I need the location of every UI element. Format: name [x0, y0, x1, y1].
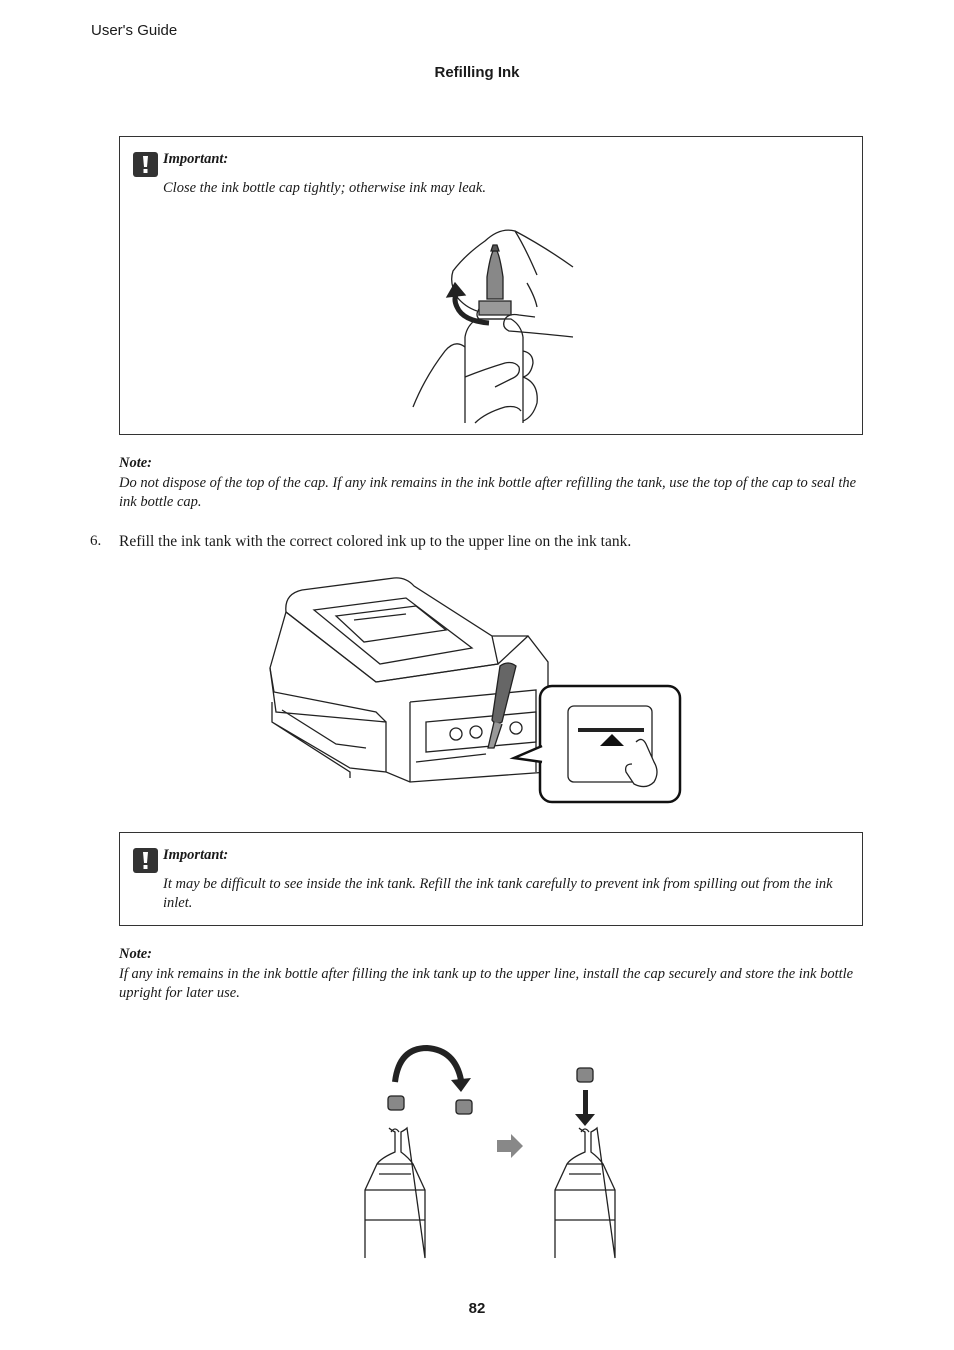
- important-text: Close the ink bottle cap tightly; otherw…: [163, 180, 486, 196]
- guide-title: User's Guide: [91, 22, 178, 39]
- step-number: 6.: [90, 533, 102, 549]
- note-text: If any ink remains in the ink bottle aft…: [119, 966, 854, 1001]
- exclamation-icon: [133, 152, 158, 177]
- important-title: Important:: [163, 151, 229, 167]
- exclamation-icon: [133, 848, 158, 873]
- important-box-tank: Important: It may be difficult to see in…: [119, 832, 863, 926]
- note-text: Do not dispose of the top of the cap. If…: [119, 475, 857, 510]
- important-title: Important:: [163, 847, 229, 863]
- printer-refill-illustration: [269, 577, 682, 804]
- cap-tightening-illustration: [412, 229, 574, 424]
- important-text: It may be difficult to see inside the in…: [163, 876, 833, 911]
- section-title: Refilling Ink: [434, 64, 520, 81]
- important-box-cap: Important: Close the ink bottle cap tigh…: [119, 136, 863, 435]
- note-title: Note:: [119, 455, 153, 471]
- page-number: 82: [468, 1300, 486, 1317]
- bottle-storage-illustration: [364, 1044, 616, 1259]
- step-text: Refill the ink tank with the correct col…: [119, 533, 632, 550]
- note-title: Note:: [119, 946, 153, 962]
